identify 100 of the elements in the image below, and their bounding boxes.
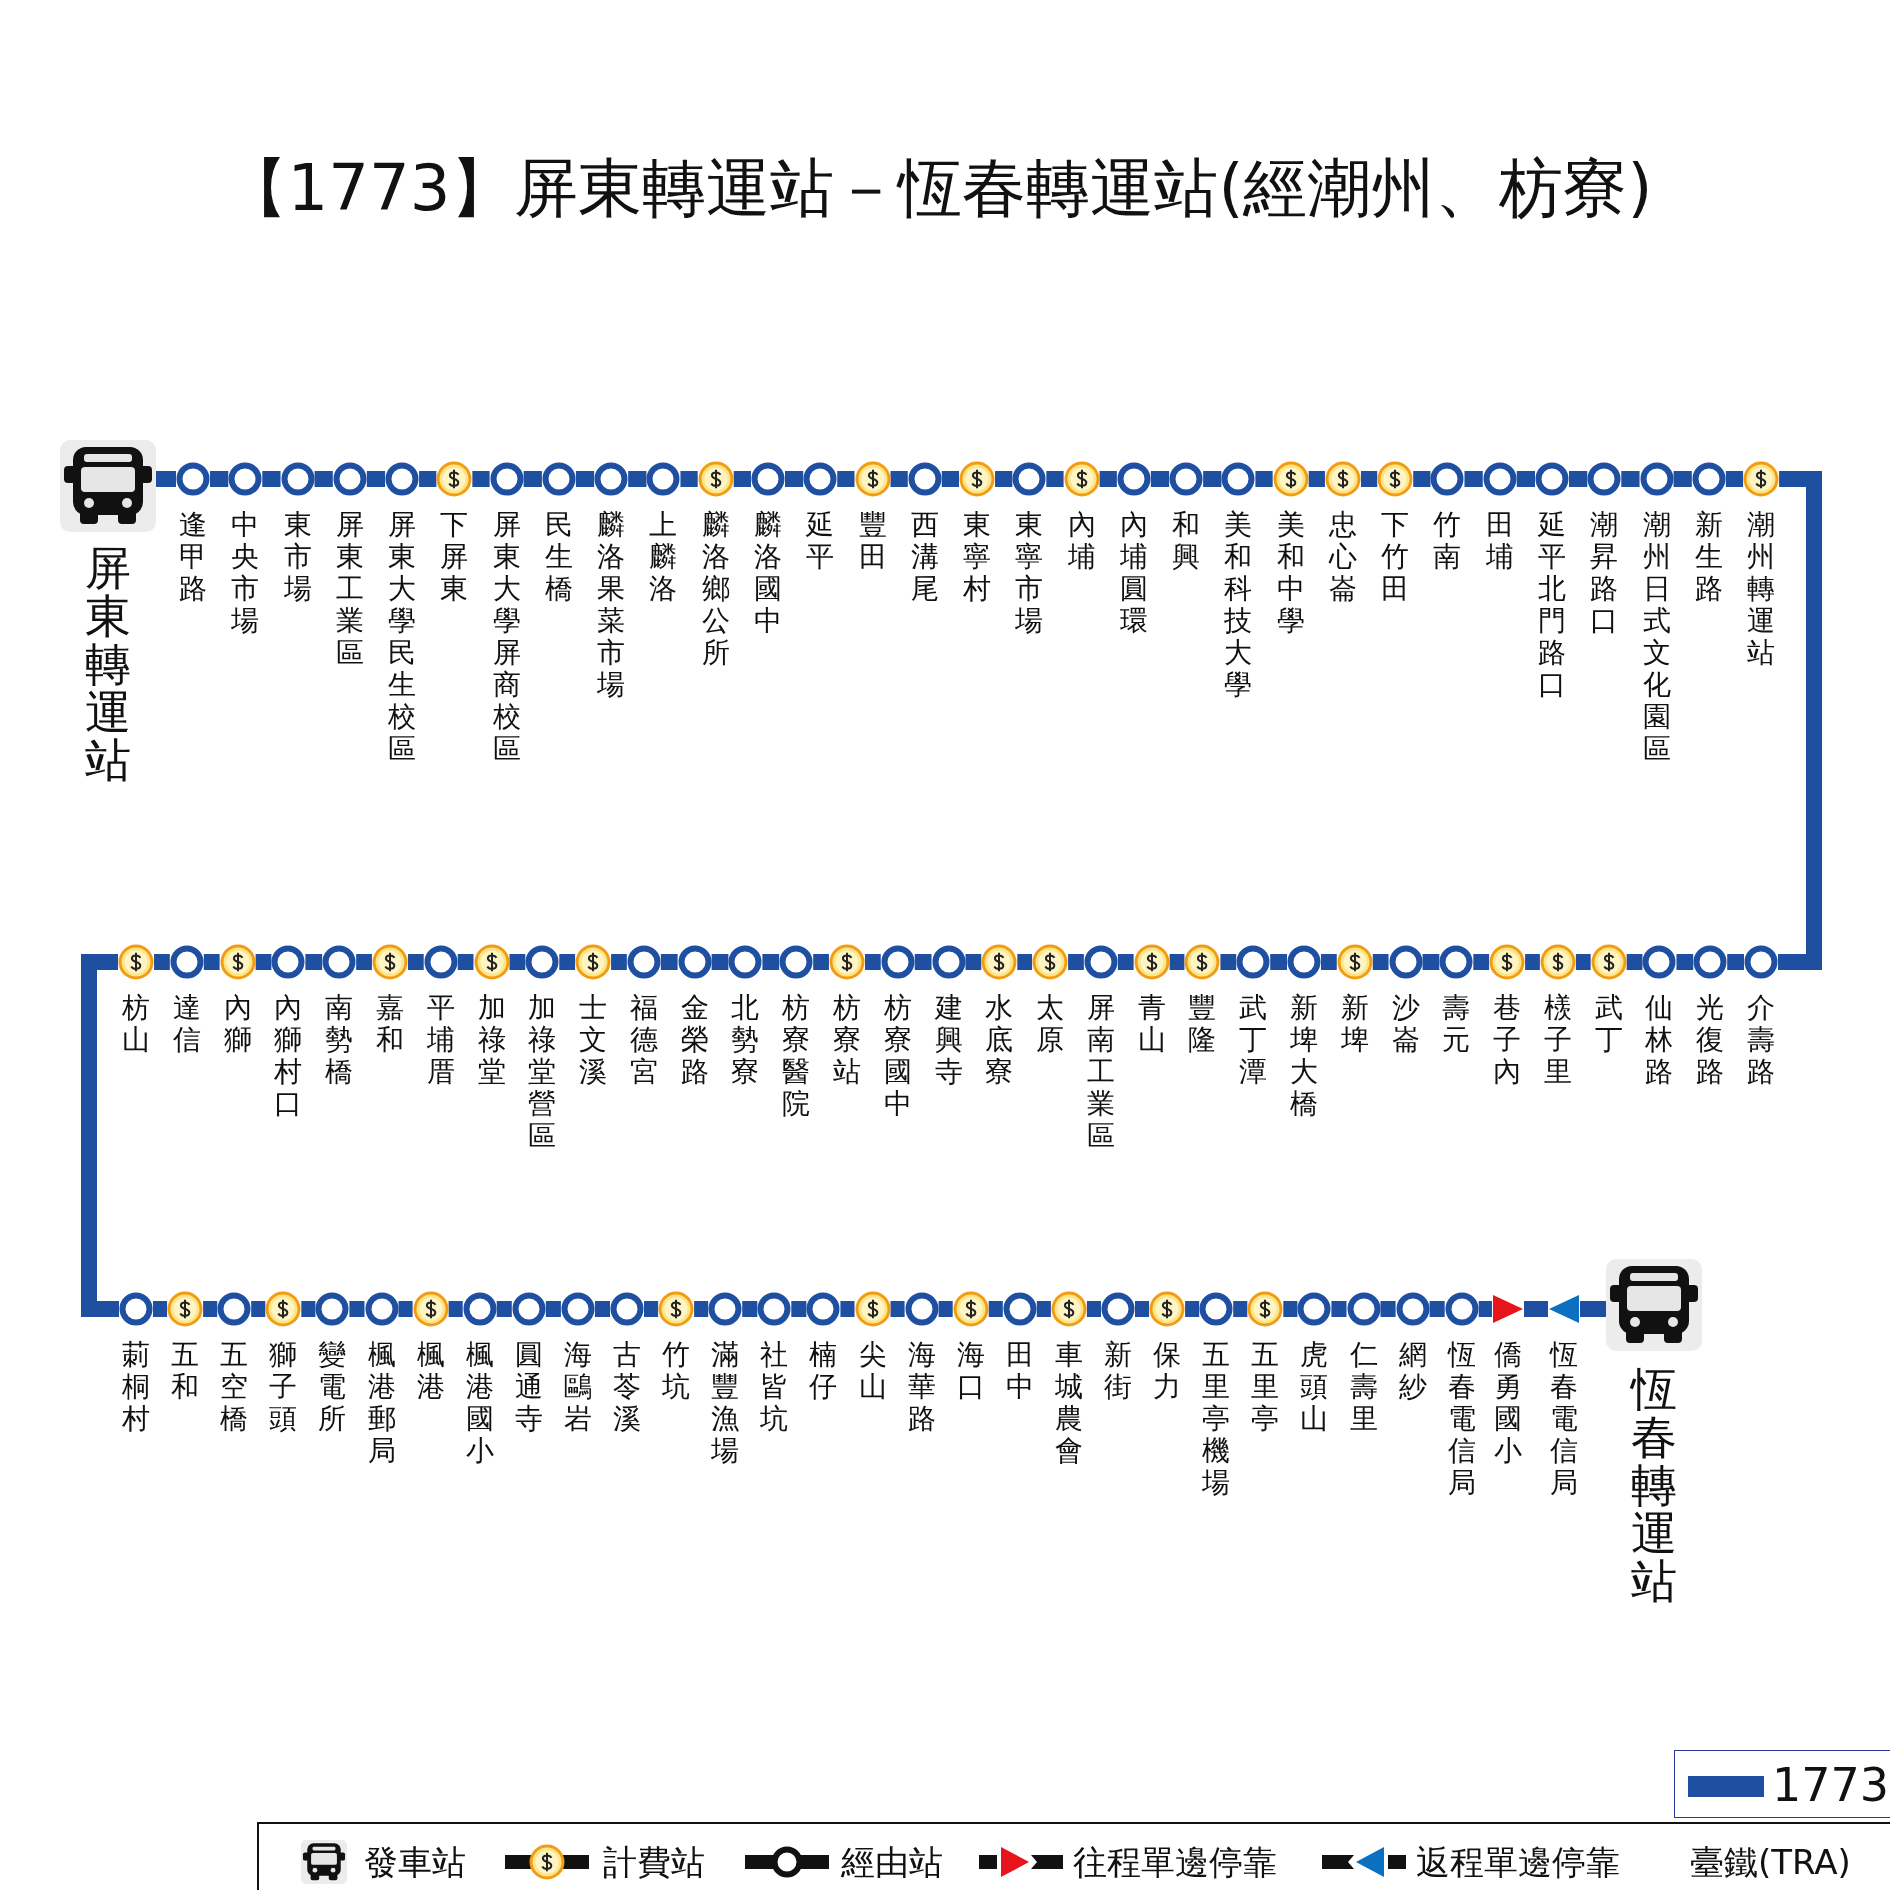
stop-name: 逢甲路 xyxy=(178,509,208,605)
route-line xyxy=(1727,954,1744,970)
stop-name: 平埔厝 xyxy=(425,992,456,1088)
route-line xyxy=(1621,471,1640,487)
stop-name: 和興 xyxy=(1171,509,1202,573)
route-line xyxy=(1725,471,1744,487)
route-line xyxy=(523,471,542,487)
stop-name: 檨子里 xyxy=(1542,992,1573,1088)
route-line xyxy=(1778,471,1822,970)
stop-name: 延平 xyxy=(805,509,836,573)
stop-name: 加祿堂營區 xyxy=(527,992,558,1152)
route-line xyxy=(1575,954,1591,970)
route-line xyxy=(210,471,229,487)
route-line xyxy=(203,1301,218,1317)
stop-name: 南勢橋 xyxy=(324,992,355,1088)
stop-name: 民生橋 xyxy=(543,509,574,605)
route-line xyxy=(496,1301,512,1317)
stop-name: 古苓溪 xyxy=(612,1339,642,1435)
stop-name: 麟洛鄉公所 xyxy=(700,509,731,669)
route-line xyxy=(1516,471,1535,487)
stop-name: 楠仔 xyxy=(808,1339,839,1403)
stop-name: 竹南 xyxy=(1432,509,1463,573)
route-line xyxy=(472,471,490,487)
stop-name: 仁壽里 xyxy=(1348,1339,1379,1435)
stop-name: 屏東大學民生校區 xyxy=(387,509,418,765)
stop-name: 車城農會 xyxy=(1053,1339,1084,1467)
route-line xyxy=(890,471,908,487)
stop-name: 屏東大學屏商校區 xyxy=(491,509,522,765)
stop-name: 建興寺 xyxy=(933,992,964,1088)
stop-name: 網紗 xyxy=(1397,1339,1428,1403)
route-line xyxy=(1203,471,1222,487)
route-line xyxy=(1117,954,1134,970)
route-line xyxy=(711,954,729,970)
route-line xyxy=(594,1301,610,1317)
stop-name: 潮州轉運站 xyxy=(1746,509,1777,669)
route-line xyxy=(742,1301,758,1317)
stop-name: 圓通寺 xyxy=(513,1339,544,1435)
stop-name: 新街 xyxy=(1103,1339,1133,1403)
route-line xyxy=(941,471,960,487)
stop-name: 內埔圓環 xyxy=(1118,509,1149,637)
route-line xyxy=(1429,1301,1445,1317)
stop-name: 五里亭 xyxy=(1250,1339,1281,1435)
route-line xyxy=(813,954,829,970)
route-line xyxy=(1413,471,1431,487)
stop-name: 加祿堂 xyxy=(476,992,507,1088)
stop-name: 新埤大橋 xyxy=(1288,992,1319,1120)
route-line xyxy=(791,1301,807,1317)
stop-name: 下屏東 xyxy=(439,509,470,605)
stop-name: 海鷗岩 xyxy=(562,1339,593,1435)
route-line xyxy=(1233,1301,1248,1317)
stop-name: 楓港 xyxy=(415,1339,446,1403)
route-line xyxy=(154,954,170,970)
stop-name: 士文溪 xyxy=(578,992,609,1088)
stop-name: 忠心崙 xyxy=(1327,509,1358,605)
stop-name: 金榮路 xyxy=(679,992,710,1088)
route-line xyxy=(419,471,437,487)
route-line xyxy=(1360,471,1378,487)
stop-name: 恆春電信局 xyxy=(1549,1339,1579,1499)
stop-name: 新埤 xyxy=(1339,992,1370,1056)
stop-name: 西溝尾 xyxy=(909,509,940,605)
stop-name: 五里亭機場 xyxy=(1201,1339,1232,1499)
stop-name: 枋寮國中 xyxy=(882,992,913,1120)
route-line xyxy=(398,1301,413,1317)
route-line xyxy=(995,471,1013,487)
route-line xyxy=(840,1301,855,1317)
route-line xyxy=(203,954,220,970)
route-line xyxy=(938,1301,953,1317)
legend-label: 經由站 xyxy=(841,1842,943,1882)
legend-label: 返程單邊停靠 xyxy=(1416,1842,1620,1882)
route-line xyxy=(407,954,424,970)
stop-name: 獅子頭 xyxy=(268,1339,299,1435)
route-line xyxy=(262,471,281,487)
stop-name: 光復路 xyxy=(1695,992,1726,1088)
route-line xyxy=(1422,954,1440,970)
route-line xyxy=(1331,1301,1347,1317)
route-line xyxy=(1017,954,1033,970)
route-line xyxy=(1135,1301,1150,1317)
stop-name: 壽元 xyxy=(1441,992,1472,1056)
stop-name: 恆春電信局 xyxy=(1446,1339,1477,1499)
route-line xyxy=(1372,954,1389,970)
route-line xyxy=(1478,1301,1492,1317)
route-line xyxy=(644,1301,659,1317)
route-line xyxy=(1473,954,1490,970)
route-line xyxy=(1068,954,1084,970)
stop-name: 上麟洛 xyxy=(648,509,679,605)
route-line xyxy=(1380,1301,1396,1317)
route-line xyxy=(694,1301,709,1317)
route-line xyxy=(864,954,881,970)
route-line xyxy=(1086,1301,1101,1317)
stop-name: 枋寮站 xyxy=(831,992,862,1088)
route-line xyxy=(1150,471,1170,487)
stop-name: 屏東工業區 xyxy=(334,509,365,669)
route-line xyxy=(611,954,627,970)
legend-label: 計費站 xyxy=(603,1842,705,1882)
stop-name: 屏南工業區 xyxy=(1085,992,1116,1152)
stop-name: 五空橋 xyxy=(219,1339,250,1435)
stop-name: 麟洛果菜市場 xyxy=(596,509,627,701)
stop-name: 五和 xyxy=(170,1339,201,1403)
stop-name: 武丁潭 xyxy=(1238,992,1269,1088)
route-line xyxy=(305,954,323,970)
